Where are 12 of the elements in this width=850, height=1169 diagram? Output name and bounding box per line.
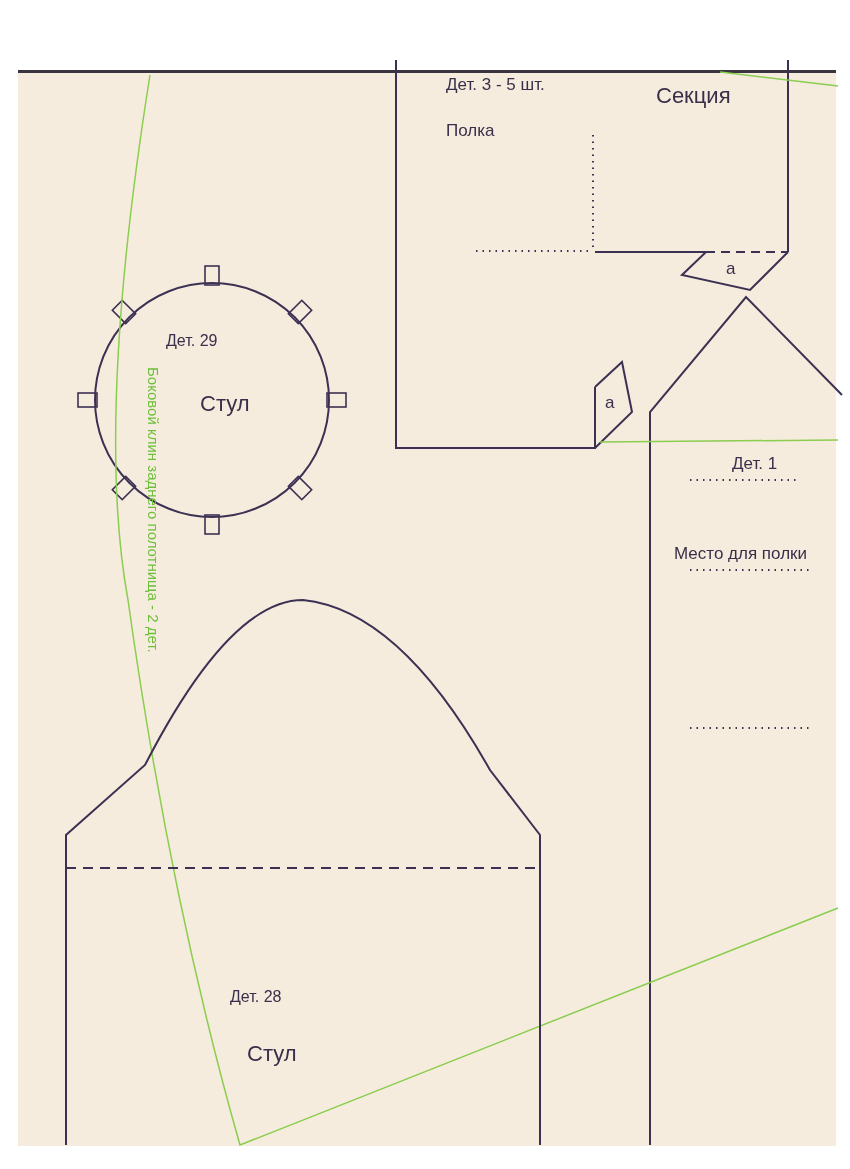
piece-name: Стул: [200, 392, 250, 417]
piece-number: Дет. 1: [732, 455, 778, 474]
piece-name: Стул: [247, 1042, 297, 1067]
piece-number: Дет. 28: [230, 988, 282, 1006]
piece-number: Дет. 3 - 5 шт.: [446, 76, 545, 95]
piece-name: Полка: [446, 122, 495, 141]
placement-label: Место для полки: [674, 545, 807, 564]
section-title: Секция: [656, 84, 731, 109]
piece-number: Дет. 29: [166, 332, 218, 350]
gusset-label: Боковой клин заднего полотнища - 2 дет.: [144, 367, 161, 653]
tab-letter: a: [726, 260, 736, 279]
tab-letter: a: [605, 394, 615, 413]
